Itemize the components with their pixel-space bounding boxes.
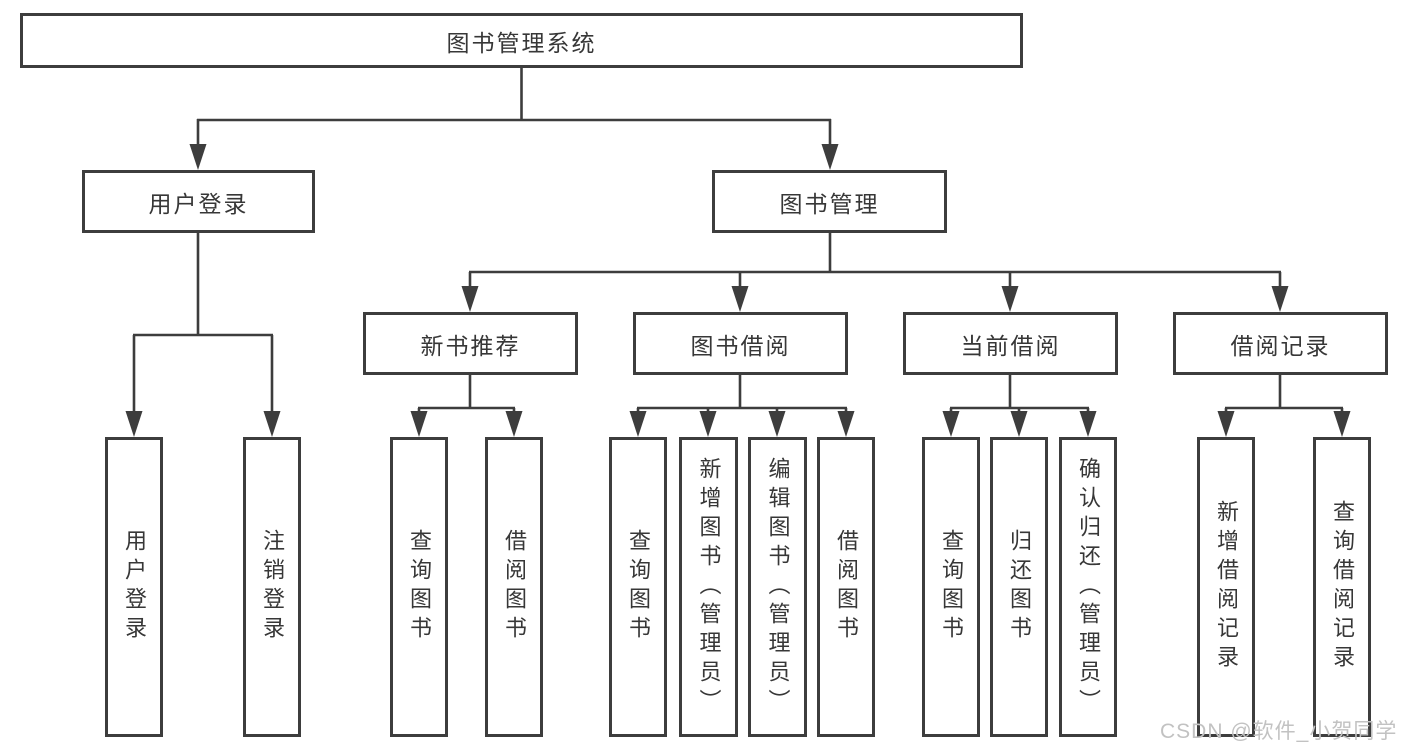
node-label: 确认归还（管理员） [1076, 456, 1101, 718]
node-borrow-records: 借阅记录 [1173, 312, 1388, 375]
node-label: 图书借阅 [690, 332, 791, 359]
leaf-borrow-books-recommend: 借阅图书 [485, 437, 543, 737]
leaf-query-books-borrow: 查询图书 [609, 437, 667, 737]
leaf-query-borrow-record: 查询借阅记录 [1313, 437, 1371, 737]
node-label: 查询借阅记录 [1330, 500, 1355, 674]
connector-root-to-level2 [189, 68, 839, 170]
node-current-borrow: 当前借阅 [903, 312, 1118, 375]
node-book-management: 图书管理 [712, 170, 947, 233]
node-user-login: 用户登录 [82, 170, 315, 233]
node-label: 查询图书 [939, 529, 964, 645]
connector-user-login-to-leaves [125, 233, 281, 437]
node-root-system: 图书管理系统 [20, 13, 1023, 68]
node-label: 用户登录 [122, 529, 147, 645]
node-label: 新增借阅记录 [1214, 500, 1239, 674]
connector-current-borrow-to-leaves [942, 375, 1097, 437]
csdn-watermark: CSDN @软件_小贺同学 [1160, 720, 1398, 743]
connector-borrow-records-to-leaves [1217, 375, 1351, 437]
connector-book-borrow-to-leaves [629, 375, 855, 437]
node-label: 归还图书 [1007, 529, 1032, 645]
node-label: 新增图书（管理员） [696, 456, 722, 718]
leaf-logout: 注销登录 [243, 437, 301, 737]
node-label: 编辑图书（管理员） [765, 456, 791, 718]
leaf-confirm-return-admin: 确认归还（管理员） [1059, 437, 1117, 737]
node-label: 借阅图书 [502, 529, 527, 645]
node-label: 新书推荐 [420, 332, 521, 359]
leaf-query-books-current: 查询图书 [922, 437, 980, 737]
node-label: 借阅记录 [1230, 332, 1331, 359]
node-label: 用户登录 [148, 190, 249, 217]
node-new-book-recommend: 新书推荐 [363, 312, 578, 375]
leaf-user-login: 用户登录 [105, 437, 163, 737]
node-label: 查询图书 [626, 529, 651, 645]
connector-new-book-to-leaves [410, 375, 523, 437]
leaf-add-books-admin: 新增图书（管理员） [679, 437, 738, 737]
node-label: 查询图书 [407, 529, 432, 645]
node-label: 图书管理 [779, 190, 880, 217]
node-label: 当前借阅 [960, 332, 1061, 359]
leaf-return-books: 归还图书 [990, 437, 1048, 737]
leaf-add-borrow-record: 新增借阅记录 [1197, 437, 1255, 737]
node-book-borrow: 图书借阅 [633, 312, 848, 375]
leaf-edit-books-admin: 编辑图书（管理员） [748, 437, 807, 737]
leaf-query-books-recommend: 查询图书 [390, 437, 448, 737]
node-label: 图书管理系统 [446, 29, 597, 56]
node-label: 注销登录 [260, 529, 285, 645]
node-label: 借阅图书 [834, 529, 859, 645]
connector-book-mgmt-to-level3 [461, 233, 1289, 312]
leaf-borrow-books: 借阅图书 [817, 437, 875, 737]
